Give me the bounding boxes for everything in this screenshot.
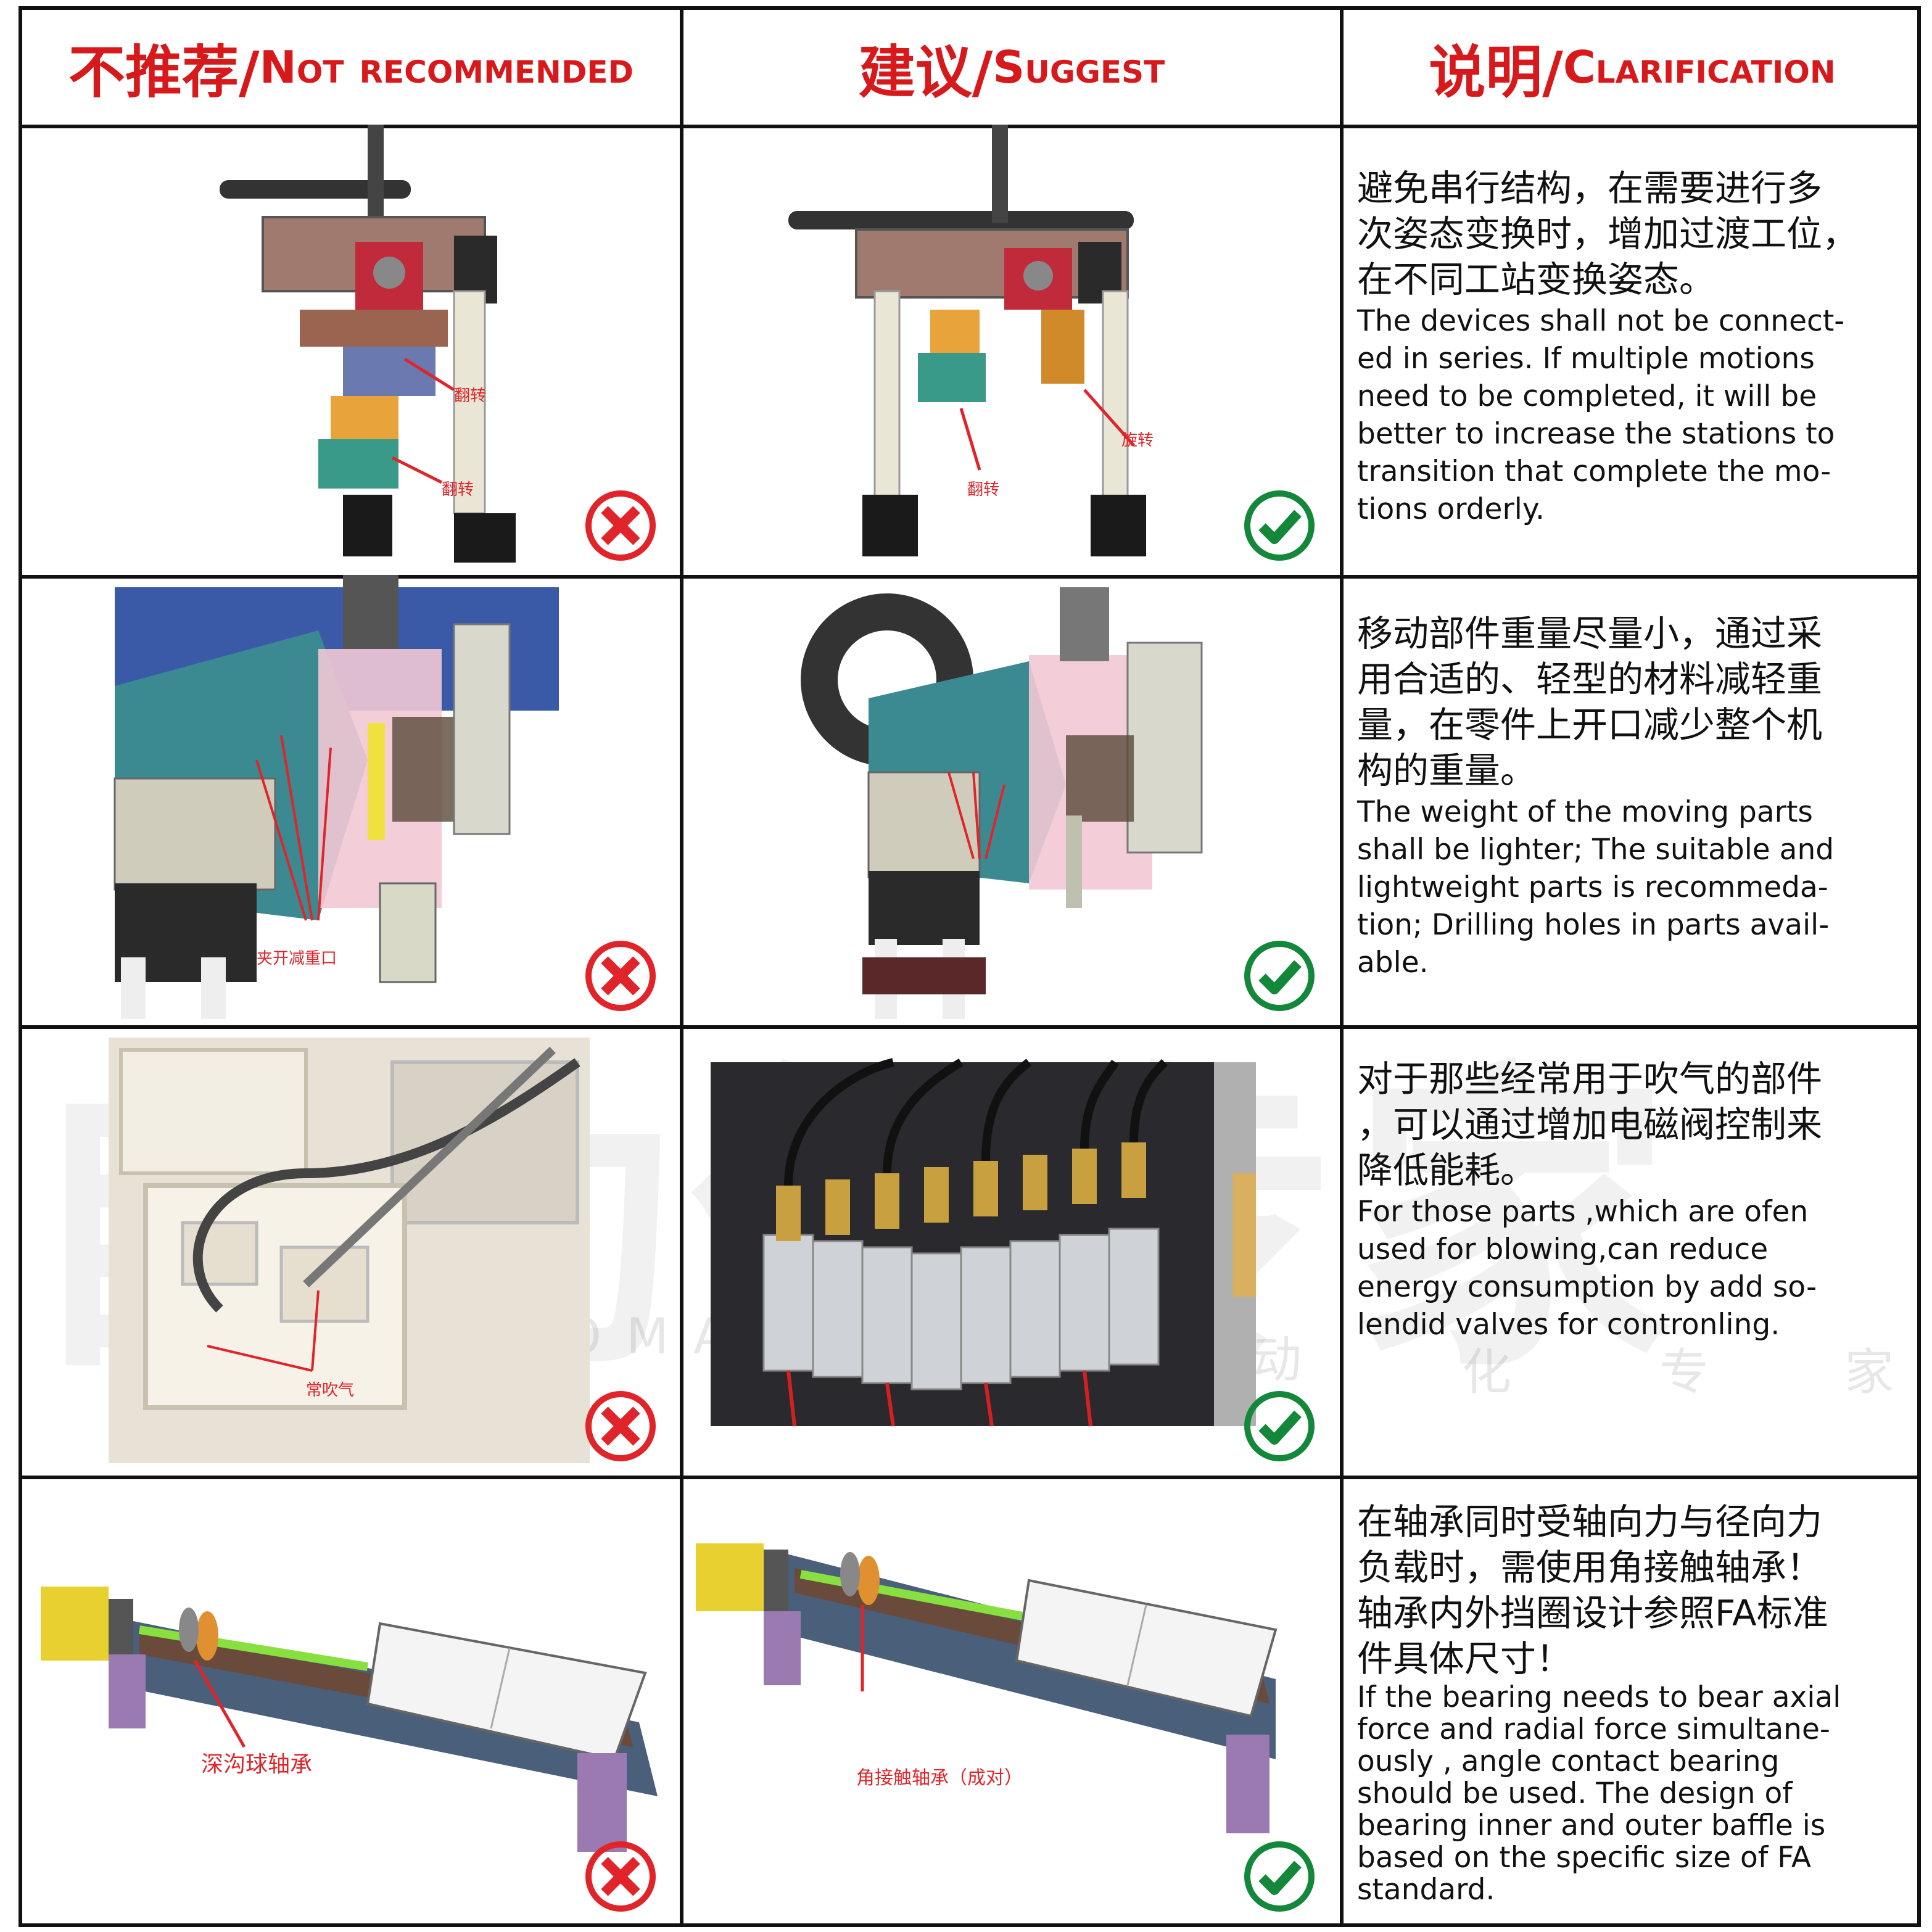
header-en: Clarification xyxy=(1563,41,1836,93)
row4-clarification: 在轴承同时受轴向力与径向力 负载时，需使用角接触轴承！ 轴承内外挡圈设计参照FA… xyxy=(1357,1499,1841,1906)
clarification-zh: 对于那些经常用于吹气的部件 xyxy=(1357,1058,1823,1100)
clarification-en: ously , angle contact bearing xyxy=(1357,1744,1780,1778)
column-divider xyxy=(1340,10,1344,1923)
row3-clarification: 对于那些经常用于吹气的部件 ，可以通过增加电磁阀控制来 降低能耗。 For th… xyxy=(1357,1056,1822,1344)
row-divider xyxy=(22,125,1917,128)
linear-module-drawing: 角接触轴承（成对） xyxy=(696,1543,1278,1833)
clarification-zh: 件具体尺寸！ xyxy=(1357,1638,1572,1680)
clarification-zh: 轴承内外挡圈设计参照FA标准 xyxy=(1357,1592,1828,1634)
check-circle-icon xyxy=(1244,941,1315,1011)
callout-label: 夹开减重口 xyxy=(257,949,337,968)
clarification-zh: 在轴承同时受轴向力与径向力 xyxy=(1357,1501,1823,1543)
mechanism-drawing: 翻转 翻转 xyxy=(220,125,516,563)
clarification-en: The devices shall not be connect- xyxy=(1357,304,1845,338)
clarification-en: transition that complete the mo- xyxy=(1357,455,1831,489)
row-divider xyxy=(22,1476,1917,1479)
row2-clarification: 移动部件重量尽量小，通过采 用合适的、轻型的材料减轻重 量，在零件上开口减少整个… xyxy=(1357,611,1834,981)
clarification-zh: 降低能耗。 xyxy=(1357,1149,1537,1191)
clarification-zh: 移动部件重量尽量小，通过采 xyxy=(1357,613,1823,654)
callout-label: 翻转 xyxy=(454,387,486,405)
callout-label: 常吹气 xyxy=(306,1381,354,1400)
mechanism-drawing: 夹开减重口 xyxy=(114,575,559,1019)
callout-label: 翻转 xyxy=(967,481,999,499)
check-circle-icon xyxy=(1244,490,1315,561)
row-divider xyxy=(22,575,1917,579)
clarification-en: able. xyxy=(1357,946,1429,980)
clarification-en: need to be completed, it will be xyxy=(1357,379,1817,413)
x-circle-icon xyxy=(585,1841,656,1912)
clarification-en: For those parts ,which are ofen xyxy=(1357,1195,1809,1229)
clarification-zh: 构的重量。 xyxy=(1357,749,1537,791)
valve-bank xyxy=(762,1142,1160,1390)
row2-good-image xyxy=(683,575,1339,1019)
clarification-en: standard. xyxy=(1357,1873,1495,1907)
clarification-en: force and radial force simultane- xyxy=(1357,1712,1830,1746)
header-zh: 不推荐/ xyxy=(68,39,260,105)
clarification-zh: 负载时，需使用角接触轴承！ xyxy=(1357,1546,1823,1588)
clarification-en: shall be lighter; The suitable and xyxy=(1357,833,1835,867)
row3-good-image xyxy=(683,1025,1339,1469)
clarification-en: lendid valves for contronling. xyxy=(1357,1308,1780,1342)
check-circle-icon xyxy=(1244,1841,1315,1912)
callout-label: 旋转 xyxy=(1121,431,1154,450)
clarification-en: bearing inner and outer baffle is xyxy=(1357,1809,1826,1843)
check-circle-icon xyxy=(1244,1391,1315,1461)
photo-white-parts: 常吹气 xyxy=(109,1038,590,1463)
clarification-en: used for blowing,can reduce xyxy=(1357,1232,1769,1266)
header-en: Not recommended xyxy=(259,41,634,93)
clarification-zh: 避免串行结构，在需要进行多 xyxy=(1357,167,1823,209)
row4-bad-image: 深沟球轴承 xyxy=(22,1476,679,1920)
row3-bad-image: 常吹气 xyxy=(22,1025,679,1469)
header-zh: 建议/ xyxy=(858,39,993,105)
photo-solenoid-valves xyxy=(711,1058,1256,1427)
header-suggest: 建议/Suggest xyxy=(683,10,1340,125)
clarification-en: based on the specific size of FA xyxy=(1357,1841,1812,1875)
clarification-en: If the bearing needs to bear axial xyxy=(1357,1680,1841,1714)
clarification-zh: 用合适的、轻型的材料减轻重 xyxy=(1357,658,1823,700)
row2-bad-image: 夹开减重口 xyxy=(22,575,679,1019)
clarification-en: energy consumption by add so- xyxy=(1357,1270,1817,1304)
clarification-en: The weight of the moving parts xyxy=(1357,795,1813,829)
clarification-en: lightweight parts is recommeda- xyxy=(1357,870,1828,904)
header-en: Suggest xyxy=(993,41,1165,93)
row-divider xyxy=(22,1025,1917,1029)
clarification-en: better to increase the stations to xyxy=(1357,417,1835,451)
header-clarification: 说明/Clarification xyxy=(1344,10,1921,125)
mechanism-drawing xyxy=(801,587,1203,1019)
clarification-en: ed in series. If multiple motions xyxy=(1357,342,1815,376)
clarification-zh: 次姿态变换时，增加过渡工位， xyxy=(1357,213,1859,255)
clarification-zh: 量，在零件上开口减少整个机 xyxy=(1357,704,1823,746)
linear-module-drawing: 深沟球轴承 xyxy=(41,1587,658,1852)
clarification-en: should be used. The design of xyxy=(1357,1777,1793,1810)
x-circle-icon xyxy=(585,941,656,1011)
x-circle-icon xyxy=(585,1391,656,1461)
callout-label: 深沟球轴承 xyxy=(201,1752,312,1777)
mechanism-drawing: 旋转 翻转 xyxy=(788,125,1154,556)
clarification-zh: 在不同工站变换姿态。 xyxy=(1357,258,1715,300)
row4-good-image: 角接触轴承（成对） xyxy=(683,1476,1339,1920)
x-circle-icon xyxy=(585,490,656,561)
callout-label: 翻转 xyxy=(442,481,474,499)
clarification-en: tion; Drilling holes in parts avail- xyxy=(1357,908,1830,942)
row1-good-image: 旋转 翻转 xyxy=(683,125,1339,569)
header-not-recommended: 不推荐/Not recommended xyxy=(22,10,680,125)
clarification-zh: ，可以通过增加电磁阀控制来 xyxy=(1357,1104,1823,1146)
column-divider xyxy=(680,10,683,1923)
row1-clarification: 避免串行结构，在需要进行多 次姿态变换时，增加过渡工位， 在不同工站变换姿态。 … xyxy=(1357,165,1858,528)
callout-label: 角接触轴承（成对） xyxy=(856,1767,1023,1789)
comparison-table: 不推荐/Not recommended 建议/Suggest 说明/Clarif… xyxy=(19,6,1921,1927)
header-zh: 说明/ xyxy=(1429,39,1563,105)
clarification-en: tions orderly. xyxy=(1357,492,1545,526)
row1-bad-image: 翻转 翻转 xyxy=(22,125,679,569)
